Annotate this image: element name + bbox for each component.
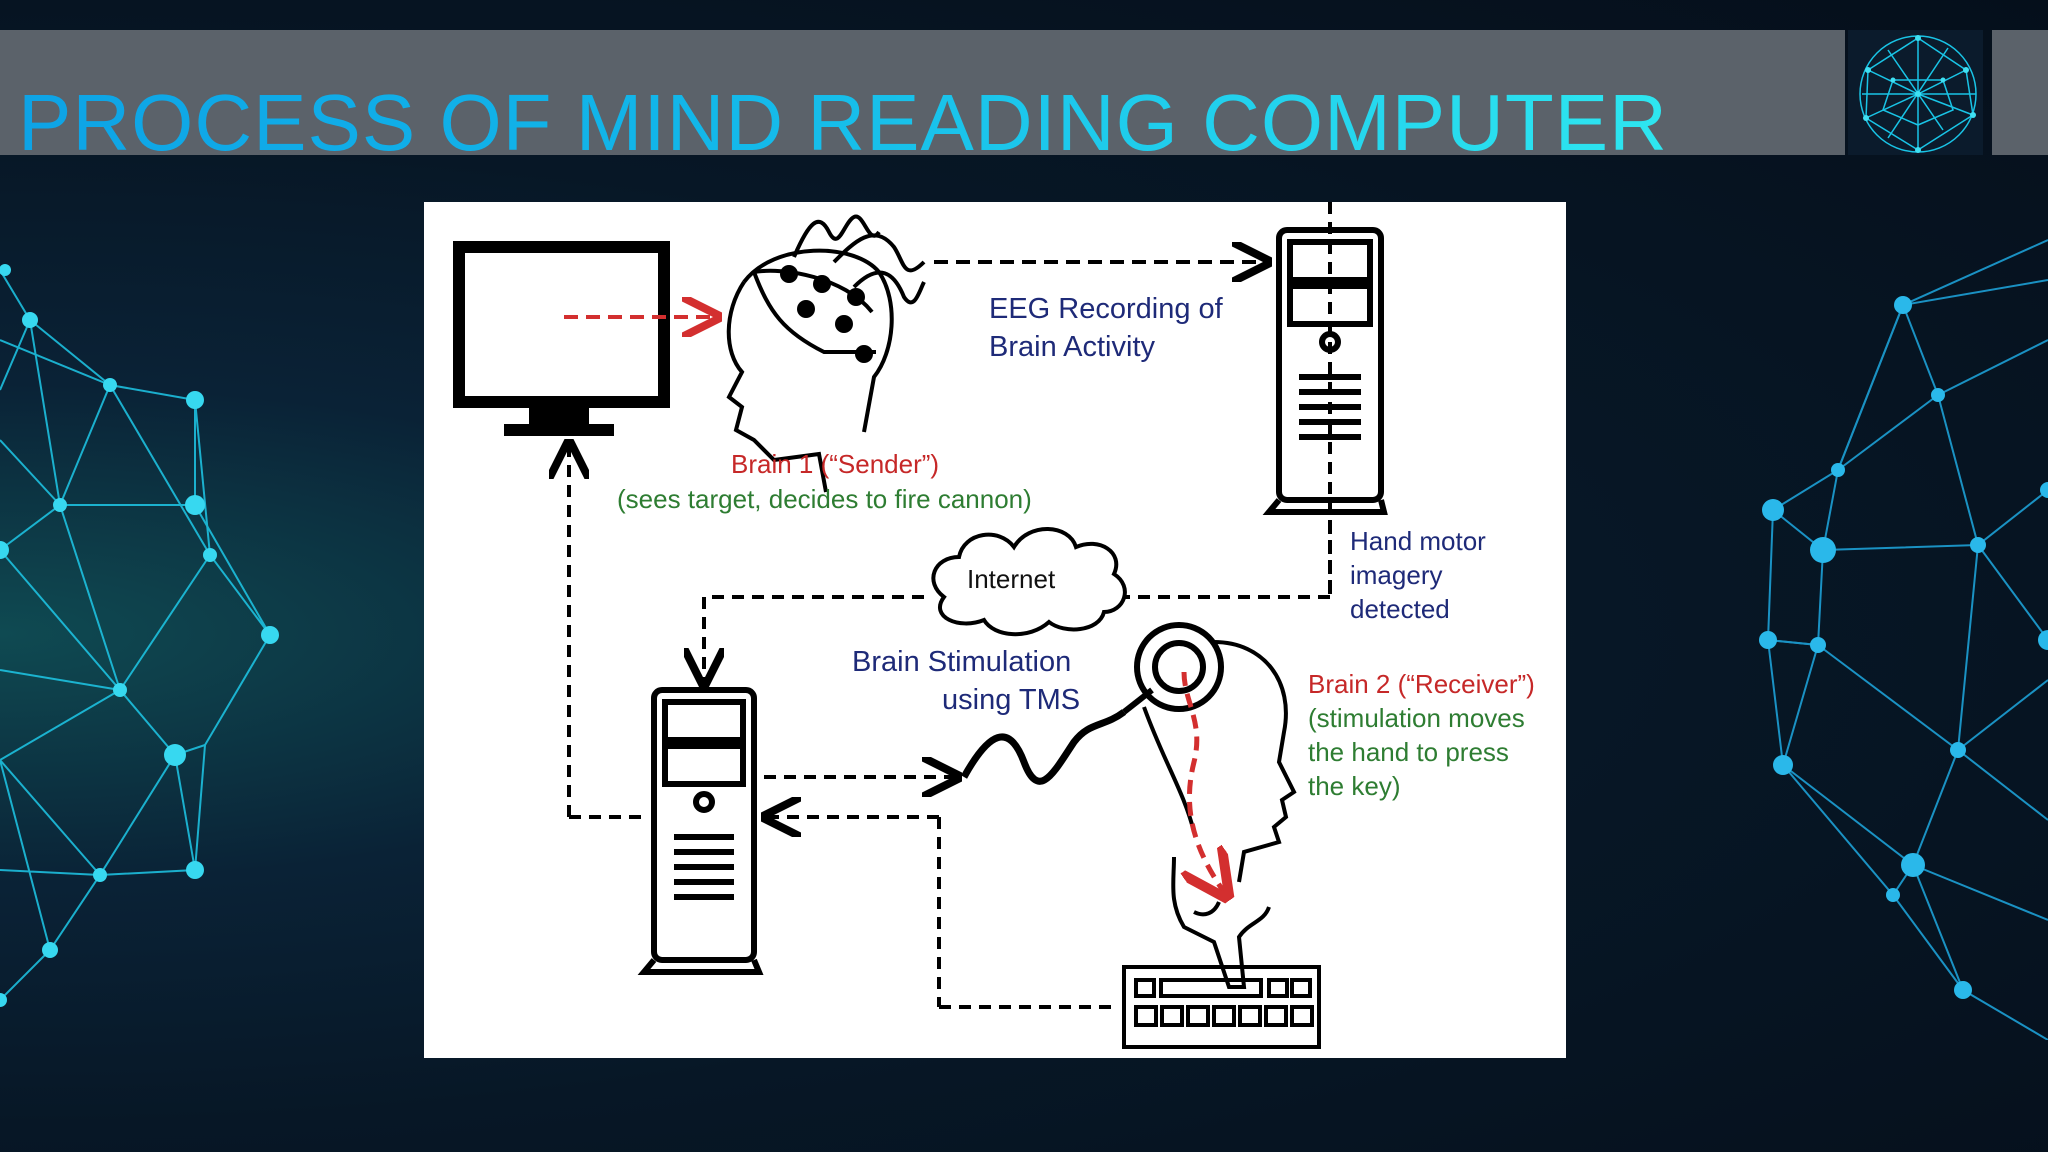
left-network-sphere [0, 264, 279, 1007]
eeg-label-line2: Brain Activity [989, 331, 1155, 363]
tms-computer-icon [637, 687, 764, 975]
tms-label-line2: using TMS [942, 684, 1081, 716]
brain1-title: Brain 1 (“Sender”) [731, 449, 940, 479]
tms-coil-icon [1122, 622, 1224, 715]
internet-label: Internet [967, 564, 1056, 594]
title-bar: PROCESS OF MIND READING COMPUTER [0, 30, 1845, 167]
brain2-desc-line2: the hand to press [1308, 737, 1509, 767]
internet-cloud-icon [931, 527, 1127, 637]
mind-reading-diagram: EEG Recording of Brain Activity Brain 1 … [424, 202, 1566, 1058]
brain2-title: Brain 2 (“Receiver”) [1308, 669, 1535, 699]
receiver-head-icon [1142, 640, 1297, 883]
hand-icon [1171, 856, 1271, 989]
tms-wire [960, 709, 1127, 785]
sender-head-icon [726, 214, 926, 493]
eeg-computer-icon [1262, 227, 1388, 515]
stimulation-path [1184, 671, 1224, 892]
title-bar-end [1992, 30, 2048, 155]
hand-motor-line1: Hand motor [1350, 526, 1486, 556]
network-globe-icon [1859, 35, 1977, 153]
brain1-description: (sees target, decides to fire cannon) [617, 484, 1032, 514]
slide-title: PROCESS OF MIND READING COMPUTER [18, 64, 1668, 182]
eeg-label-line1: EEG Recording of [989, 293, 1223, 325]
diagram-drawing [453, 202, 1388, 1049]
tms-label-line1: Brain Stimulation [852, 646, 1072, 678]
hand-motor-line2: imagery [1350, 560, 1443, 590]
brain2-desc-line1: (stimulation moves [1308, 703, 1525, 733]
monitor-icon [453, 241, 670, 436]
right-network-sphere [1759, 239, 2048, 1040]
hand-motor-line3: detected [1350, 594, 1450, 624]
brain2-desc-line3: the key) [1308, 771, 1401, 801]
corner-logo [1848, 30, 1983, 155]
keyboard-icon [1122, 965, 1321, 1049]
